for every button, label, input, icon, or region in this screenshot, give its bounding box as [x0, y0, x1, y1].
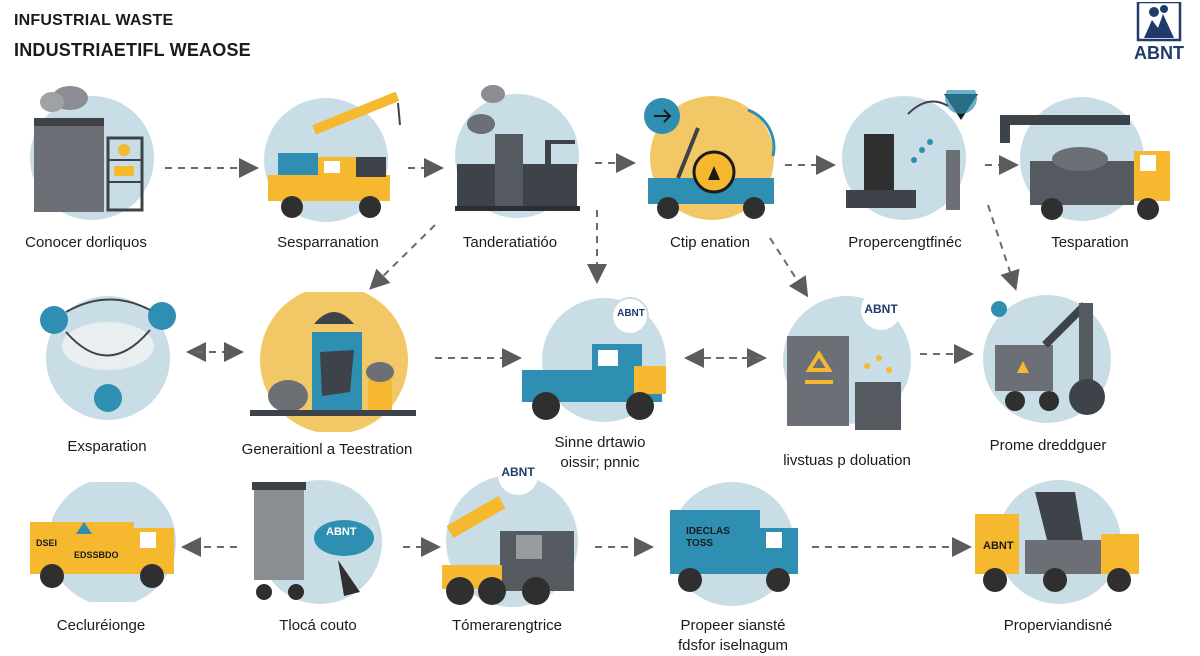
node-processing-plant	[838, 90, 978, 230]
node-recycle-bins: ABNT	[775, 290, 915, 430]
node-label: Properviandisné	[1003, 617, 1113, 634]
arrow-4-10	[769, 237, 809, 298]
node-transport-truck: ABNT	[522, 290, 666, 430]
logo-text: ABNT	[1134, 43, 1184, 63]
node-label: Propercengtfinéc	[848, 234, 962, 251]
truck-text: EDSSBDO	[74, 550, 119, 560]
node-waste-bin: ABNT	[248, 480, 388, 620]
abnt-badge: ABNT	[617, 308, 645, 319]
truck-box-text: IDECLAS	[686, 526, 730, 537]
node-cargo-truck: ABNT	[975, 480, 1139, 620]
node-recycling-truck	[638, 88, 778, 228]
node-label: Tlocá couto	[279, 617, 357, 634]
abnt-badge: ABNT	[501, 465, 535, 479]
abnt-tag: ABNT	[983, 540, 1014, 552]
arrow-6-11	[987, 204, 1020, 291]
node-label: Tómerarengtrice	[451, 617, 563, 634]
node-label: livstuas p doluation	[783, 452, 911, 469]
label-line: Propeer siansté	[680, 617, 786, 634]
truck-tag: DSEI	[36, 538, 58, 548]
label-line: fdsfor iselnagum	[677, 637, 789, 654]
diagram-subtitle: INDUSTRIAETIFL WEAOSE	[14, 40, 251, 60]
truck-box-text2: TOSS	[686, 538, 714, 549]
arrow-2-8	[369, 224, 436, 290]
node-generation-container	[250, 292, 416, 432]
node-label: Conocer dorliquos	[25, 234, 147, 251]
node-label-multiline: Propeer siansté fdsfor iselnagum	[623, 616, 843, 656]
node-dredger	[975, 285, 1115, 425]
node-box-truck: IDECLAS TOSS	[660, 480, 800, 620]
node-container-storage	[20, 80, 160, 220]
node-excavator: ABNT	[440, 455, 580, 607]
node-label: Ctip enation	[669, 234, 751, 251]
abnt-logo: ABNT	[1130, 0, 1188, 64]
node-label: Exsparation	[67, 438, 147, 455]
node-label: Tesparation	[1051, 234, 1129, 251]
node-label: Prome dreddguer	[989, 437, 1107, 454]
node-factory	[445, 84, 585, 224]
node-label: Cecluréionge	[56, 617, 146, 634]
node-crane-truck	[258, 85, 401, 225]
label-line: Sinne drtawio	[554, 434, 646, 451]
machine-tag: ABNT	[326, 526, 357, 538]
diagram-title: INFUSTRIAL WASTE	[14, 12, 174, 29]
node-dump-truck	[1000, 85, 1170, 225]
abnt-badge: ABNT	[864, 302, 898, 316]
label-line: oissir; pnnic	[560, 454, 640, 471]
node-label: Generaitionl a Teestration	[241, 441, 413, 458]
node-label: Tanderatiatióo	[462, 234, 558, 251]
node-recycling-lorry: DSEI EDSSBDO	[30, 482, 176, 622]
node-label-multiline: Sinne drtawio oissir; pnnic	[490, 433, 710, 473]
node-cycle	[38, 290, 178, 430]
tree-emblem-icon	[1136, 0, 1182, 42]
node-label: Sesparranation	[277, 234, 379, 251]
